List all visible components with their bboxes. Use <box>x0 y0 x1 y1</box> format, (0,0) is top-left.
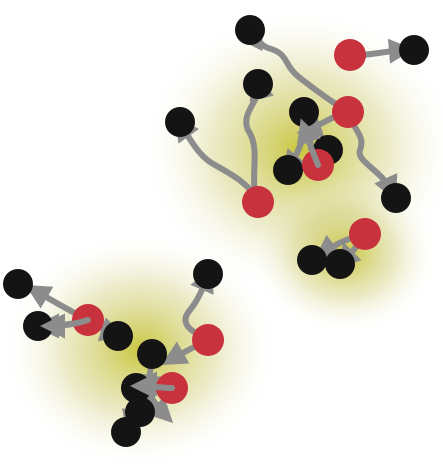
red-circle-icon <box>242 186 274 218</box>
black-circle-icon <box>3 269 33 299</box>
red-circle-icon <box>332 96 364 128</box>
black-circle-icon <box>193 259 223 289</box>
red-circle-icon <box>334 39 366 71</box>
black-circle-icon <box>235 15 265 45</box>
black-circle-icon <box>381 183 411 213</box>
black-circle-icon <box>137 339 167 369</box>
acceptor-nodes <box>3 15 429 447</box>
black-circle-icon <box>103 321 133 351</box>
link-arrow <box>39 313 91 339</box>
black-circle-icon <box>289 97 319 127</box>
black-circle-icon <box>165 107 195 137</box>
black-circle-icon <box>399 35 429 65</box>
black-circle-icon <box>325 249 355 279</box>
red-circle-icon <box>349 218 381 250</box>
black-circle-icon <box>243 69 273 99</box>
donor-nodes <box>72 39 381 404</box>
link-arrow <box>129 373 175 399</box>
link-arrow <box>174 115 261 203</box>
link-arrow <box>296 118 321 168</box>
overlay-links <box>39 118 321 399</box>
black-circle-icon <box>297 245 327 275</box>
black-circle-icon <box>273 155 303 185</box>
red-circle-icon <box>192 324 224 356</box>
black-circle-icon <box>111 417 141 447</box>
